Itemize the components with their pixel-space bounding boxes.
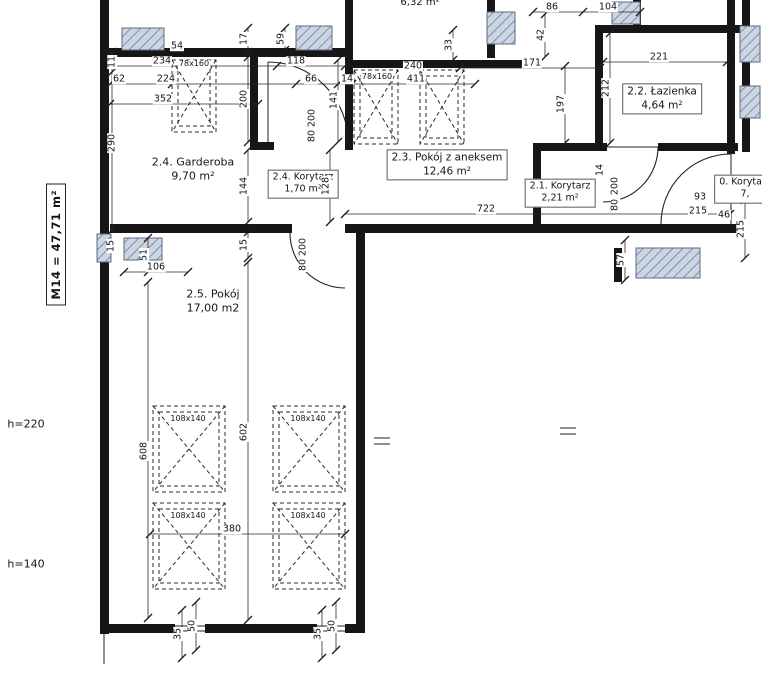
roof-window-symbol bbox=[353, 69, 399, 145]
height-label: h=140 bbox=[6, 557, 46, 571]
window-hatch bbox=[121, 27, 165, 51]
dim-label: 171 bbox=[521, 57, 543, 69]
dim-label: 35 bbox=[312, 626, 324, 642]
dim-label: 234 bbox=[151, 55, 173, 67]
dim-label: 200 bbox=[306, 107, 318, 129]
dim-label: 106 bbox=[145, 261, 167, 273]
room-name: 0. Korytarz bbox=[719, 176, 762, 188]
dim-label: 80 bbox=[297, 257, 309, 273]
room-name: 2.4. Garderoba bbox=[151, 155, 235, 169]
dim-label: 59 bbox=[275, 31, 287, 47]
room-area: 9,70 m² bbox=[171, 170, 215, 183]
dim-label: 602 bbox=[238, 421, 250, 443]
dim-label: 80 bbox=[609, 197, 621, 213]
window-size-label: 78x160 bbox=[177, 59, 211, 68]
dim-label: 141 bbox=[328, 89, 340, 111]
height-label: h=220 bbox=[6, 417, 46, 431]
dim-label: 380 bbox=[221, 523, 243, 535]
dim-label: 290 bbox=[106, 132, 118, 154]
roof-window-symbol bbox=[272, 405, 346, 493]
window-size-label: 108x140 bbox=[169, 511, 207, 520]
window-hatch bbox=[739, 25, 761, 63]
roof-window-symbol bbox=[171, 59, 217, 133]
dim-label: 35 bbox=[172, 626, 184, 642]
room-area: 7, bbox=[740, 189, 750, 200]
window-size-label: 108x140 bbox=[289, 511, 327, 520]
room-name: 2.2. Łazienka bbox=[627, 85, 697, 98]
dim-label: 104 bbox=[597, 1, 619, 13]
dim-label: 57 bbox=[615, 252, 627, 268]
roof-window-symbol bbox=[419, 69, 465, 145]
window-hatch bbox=[295, 25, 333, 51]
room-name: 2.5. Pokój bbox=[186, 287, 240, 301]
dim-label: 42 bbox=[535, 27, 547, 43]
clipped-area-label: 6,32 m² bbox=[399, 0, 441, 8]
room-area: 2,21 m² bbox=[541, 193, 579, 204]
window-hatch bbox=[486, 11, 516, 45]
dim-label: 128 bbox=[320, 175, 332, 197]
door-arc bbox=[267, 61, 349, 143]
dim-label: 118 bbox=[285, 55, 307, 67]
door-arc bbox=[660, 153, 732, 225]
window-size-label: 78x160 bbox=[360, 72, 394, 81]
dim-label: 14 bbox=[594, 162, 606, 178]
dim-label: 722 bbox=[475, 203, 497, 215]
dim-label: 86 bbox=[544, 1, 560, 13]
window-size-label: 108x140 bbox=[169, 414, 207, 423]
dim-label: 352 bbox=[152, 93, 174, 105]
dim-label: 93 bbox=[692, 191, 708, 203]
room-name: 2.1. Korytarz bbox=[529, 180, 591, 192]
dim-label: 66 bbox=[303, 73, 319, 85]
window-hatch bbox=[635, 247, 701, 279]
dim-label: 215 bbox=[735, 218, 747, 240]
dim-label: 144 bbox=[238, 175, 250, 197]
room-area: 4,64 m² bbox=[641, 99, 683, 111]
dim-label: 14 bbox=[339, 73, 355, 85]
dim-label: 608 bbox=[138, 440, 150, 462]
room-name: 2.4. Korytarz bbox=[272, 171, 334, 183]
dim-label: 46 bbox=[716, 209, 732, 221]
dim-label: 50 bbox=[186, 618, 198, 634]
room-area: 1,70 m² bbox=[284, 184, 322, 195]
dim-label: 15 bbox=[238, 237, 250, 253]
window-size-label: 108x140 bbox=[289, 414, 327, 423]
dim-label: 33 bbox=[443, 37, 455, 53]
dim-label: 51 bbox=[138, 247, 150, 263]
dim-label: 200 bbox=[238, 88, 250, 110]
room-label: 0. Korytarz7, bbox=[714, 174, 762, 204]
dim-label: 224 bbox=[155, 73, 177, 85]
roof-window-symbol bbox=[272, 502, 346, 590]
dim-label: 54 bbox=[169, 40, 185, 52]
roof-window-symbol bbox=[152, 502, 226, 590]
window-hatch bbox=[739, 85, 761, 119]
dim-label: 62 bbox=[111, 73, 127, 85]
dim-label: 197 bbox=[555, 93, 567, 115]
dim-label: 200 bbox=[297, 236, 309, 258]
dim-label: 15 bbox=[105, 238, 117, 254]
dim-label: 17 bbox=[238, 31, 250, 47]
dim-label: 215 bbox=[687, 205, 709, 217]
window-hatch-layer bbox=[96, 1, 761, 279]
dim-label: 411 bbox=[405, 73, 427, 85]
window-hatch bbox=[611, 1, 641, 25]
walls-layer bbox=[100, 0, 750, 634]
room-name: 2.3. Pokój z aneksem bbox=[391, 151, 503, 164]
dim-label: 80 bbox=[306, 128, 318, 144]
room-area: 17,00 m2 bbox=[186, 302, 240, 315]
dim-label: 221 bbox=[648, 51, 670, 63]
dim-label: 11 bbox=[106, 54, 118, 70]
dim-label: 50 bbox=[326, 618, 338, 634]
dim-label: 200 bbox=[609, 175, 621, 197]
roof-window-symbol bbox=[152, 405, 226, 493]
apartment-title: M14 = 47,71 m² bbox=[46, 184, 66, 306]
dim-label: 212 bbox=[600, 77, 612, 99]
dim-label: 240 bbox=[402, 60, 424, 72]
room-area: 12,46 m² bbox=[423, 165, 471, 177]
